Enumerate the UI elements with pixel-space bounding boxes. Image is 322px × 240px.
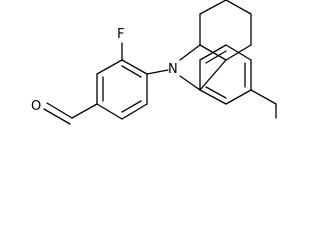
carbonyl-bond-2 (43, 108, 71, 125)
carbonyl-bond-1 (46, 102, 73, 119)
tetrahydroquinoline-saturated-ring (179, 0, 252, 91)
molecule-structure: F O N (31, 0, 277, 125)
c-cho-bond (71, 103, 98, 119)
fluorine-label: F (117, 27, 124, 42)
methyl-bond (250, 89, 277, 105)
aryl-n-bond (146, 69, 169, 75)
fluorobenzaldehyde-ring (96, 59, 148, 120)
methylbenzo-ring (199, 44, 252, 105)
oxygen-label: O (31, 99, 41, 114)
structure-canvas: F O N (31, 0, 277, 125)
nitrogen-label: N (168, 62, 178, 77)
